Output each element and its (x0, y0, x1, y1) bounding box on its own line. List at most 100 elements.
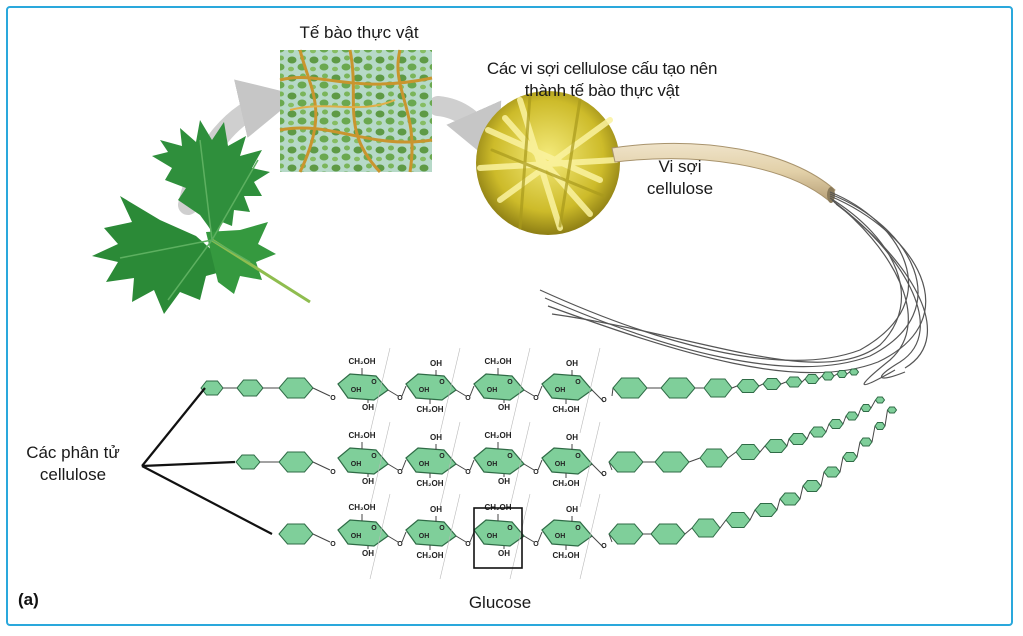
ring-atom-label: CH₂OH (484, 357, 511, 366)
ring-atom-label: O (507, 379, 513, 386)
chain-ring-icon (612, 377, 648, 399)
chain-bond (579, 347, 601, 434)
chain-ring-icon (754, 503, 778, 517)
glucose-ring-icon (541, 373, 593, 401)
chain-bond (833, 373, 838, 377)
ring-atom-label: CH₂OH (552, 479, 579, 488)
chain-bond (369, 421, 391, 508)
ring-atom-label: OH (498, 549, 510, 558)
ring-atom-label: O (533, 541, 539, 548)
chain-bond (839, 456, 844, 473)
chain-bond (591, 463, 605, 477)
chain-bond (579, 421, 601, 508)
ring-atom-label: OH (430, 433, 442, 442)
ring-atom-label: OH (419, 533, 430, 540)
ring-atom-label: OH (351, 461, 362, 468)
chain-ring-icon (874, 396, 886, 404)
chain-bond (759, 445, 766, 453)
ring-atom-label: CH₂OH (552, 551, 579, 560)
ring-atom-label: OH (498, 477, 510, 486)
chain-ring-icon (860, 404, 872, 412)
chain-ring-icon (650, 523, 686, 545)
ring-atom-label: O (330, 395, 336, 402)
chain-bond (591, 389, 605, 403)
chain-bond (825, 423, 830, 433)
ring-atom-label: OH (362, 549, 374, 558)
chain-ring-icon (703, 378, 733, 398)
glucose-ring-icon (337, 373, 389, 401)
chain-ring-icon (278, 523, 314, 545)
chain-bond (537, 459, 543, 471)
ring-atom-label: OH (351, 387, 362, 394)
ring-atom-label: CH₂OH (416, 405, 443, 414)
chain-ring-icon (660, 377, 696, 399)
chain-bond (523, 463, 535, 471)
chain-bond (469, 385, 475, 397)
chain-ring-icon (779, 492, 801, 506)
cellulose-chains: O CH₂OH OH OH O O OH CH₂OH OH O O CH₂OH OH OH O O OH CH₂O… (200, 347, 898, 580)
microfibril-label-line1: Vi sợi (658, 157, 702, 176)
chain-bond (857, 407, 862, 417)
ring-atom-label: O (439, 379, 445, 386)
glucose-ring-icon (337, 447, 389, 475)
ring-atom-label: CH₂OH (552, 405, 579, 414)
chain-bond (401, 385, 407, 397)
arrow-cell-to-fibril (428, 96, 502, 168)
chain-ring-icon (788, 433, 808, 445)
ring-atom-label: OH (555, 533, 566, 540)
ring-atom-label: CH₂OH (416, 479, 443, 488)
chain-ring-icon (654, 451, 690, 473)
molecule-leader-lines (141, 387, 273, 535)
ring-atom-label: CH₂OH (416, 551, 443, 560)
ring-atom-label: O (575, 453, 581, 460)
ring-atom-label: O (397, 541, 403, 548)
ring-atom-label: OH (566, 359, 578, 368)
ring-atom-label: O (330, 541, 336, 548)
ring-atom-label: O (575, 379, 581, 386)
ring-atom-label: OH (430, 359, 442, 368)
ring-atom-label: OH (498, 403, 510, 412)
ring-atom-label: O (371, 525, 377, 532)
plant-cell-image (279, 49, 433, 174)
chain-ring-icon (842, 452, 858, 462)
chain-bond (884, 409, 888, 427)
chain-ring-icon (691, 518, 721, 538)
chain-bond (818, 375, 823, 380)
ring-atom-label: O (465, 469, 471, 476)
chain-bond (688, 457, 701, 463)
chain-ring-icon (699, 448, 729, 468)
ring-atom-label: O (601, 543, 607, 550)
chain-bond (846, 371, 850, 375)
ring-atom-label: OH (419, 461, 430, 468)
ring-atom-label: CH₂OH (348, 503, 375, 512)
ring-atom-label: O (439, 453, 445, 460)
chain-bond (856, 441, 861, 458)
chain-bond (439, 493, 461, 580)
glucose-ring-icon (473, 373, 525, 401)
ring-atom-label: O (533, 395, 539, 402)
chain-bond (523, 389, 535, 397)
glucose-ring-icon (473, 447, 525, 475)
chain-bond (401, 459, 407, 471)
chain-bond (387, 463, 399, 471)
chain-bond (776, 498, 781, 511)
figure-border (6, 6, 1013, 626)
fiber-strands (539, 191, 928, 386)
chain-ring-icon (725, 512, 751, 528)
microfibril-label-line2: cellulose (646, 179, 714, 198)
chain-bond (758, 383, 764, 387)
ring-atom-label: OH (487, 533, 498, 540)
ring-atom-label: O (507, 453, 513, 460)
glucose-label: Glucose (468, 593, 532, 612)
ring-atom-label: O (397, 469, 403, 476)
ring-atom-label: OH (430, 505, 442, 514)
glucose-ring-icon (541, 519, 593, 547)
ring-atom-label: O (330, 469, 336, 476)
chain-bond (455, 463, 467, 471)
chain-bond (870, 399, 876, 409)
chain-bond (820, 471, 825, 487)
ring-atom-label: OH (566, 433, 578, 442)
ring-atom-label: CH₂OH (348, 357, 375, 366)
chain-ring-icon (608, 451, 644, 473)
